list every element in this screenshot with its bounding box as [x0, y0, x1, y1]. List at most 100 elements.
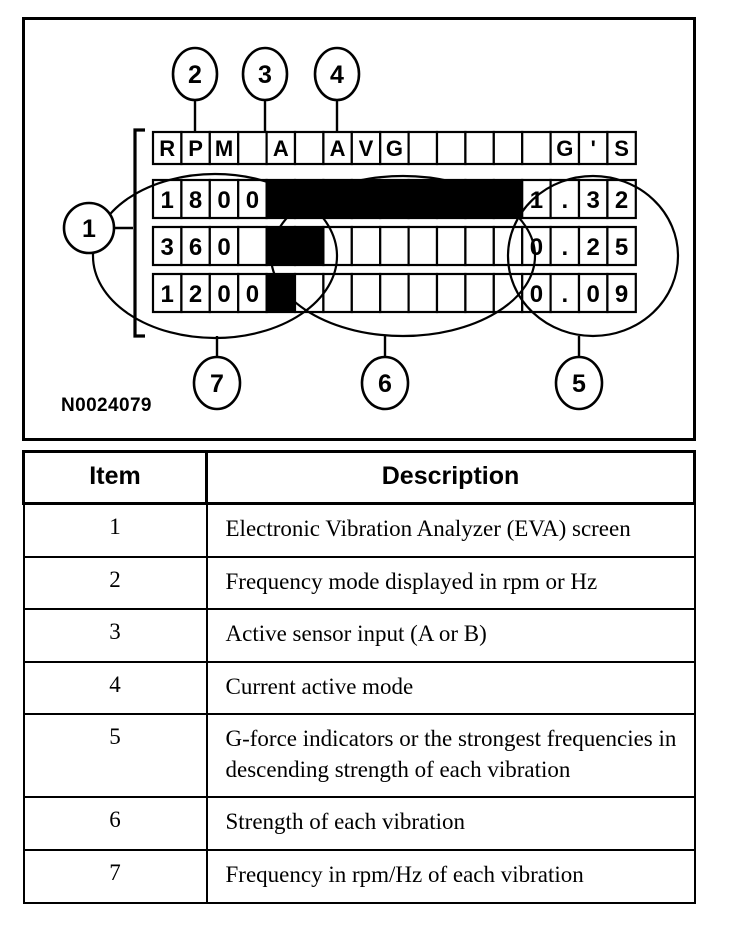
cell-item-description: Strength of each vibration: [205, 796, 696, 852]
lcd-gforce-cell: [606, 225, 637, 267]
lcd-bar-segment-empty: [379, 272, 410, 314]
lcd-header-glyph: A: [273, 136, 289, 161]
lcd-gforce-glyph: 2: [587, 234, 600, 261]
callout-bubble: [360, 355, 410, 411]
lcd-spacer-cell: [521, 178, 552, 220]
lcd-gforce-glyph: .: [561, 187, 568, 214]
cell-item-number: 6: [22, 796, 208, 852]
cell-item-description: Electronic Vibration Analyzer (EVA) scre…: [205, 502, 696, 558]
lcd-header-cell: [435, 130, 467, 166]
lcd-frequency-digit: 0: [246, 187, 259, 214]
lcd-header-cell: [492, 130, 524, 166]
lcd-header-glyph: S: [614, 136, 629, 161]
callout-bubble: [313, 46, 361, 102]
lcd-spacer-cell: [521, 225, 552, 267]
lcd-header-cell: [464, 130, 495, 166]
lcd-frequency-digit: 0: [217, 281, 230, 308]
header-description: Description: [205, 450, 696, 505]
header-item: Item: [22, 450, 208, 505]
lcd-bar-segment-empty: [435, 272, 467, 314]
callout-number: 6: [378, 370, 392, 398]
lcd-bar-segment-empty: [407, 272, 439, 314]
table-header-row: Item Description: [22, 450, 696, 505]
lcd-gforce-glyph: .: [561, 234, 568, 261]
lcd-frequency-cell: [237, 272, 268, 314]
callout-2: 2: [171, 46, 219, 132]
lcd-bar-segment-filled: [379, 178, 410, 220]
cell-item-number: 5: [22, 713, 208, 799]
lcd-header-glyph: R: [159, 136, 175, 161]
lcd-header-cell: [407, 130, 439, 166]
lcd-frequency-digit: 0: [217, 234, 230, 261]
lcd-bar-segment-empty: [379, 225, 410, 267]
lcd-bar-segment-filled: [265, 272, 297, 314]
lcd-gforce-cell: [577, 272, 609, 314]
lcd-frequency-digit: 2: [189, 281, 202, 308]
figure-id-label: N0024079: [61, 395, 152, 416]
lcd-gforce-cell: [606, 178, 637, 220]
callout-number: 2: [188, 61, 202, 89]
lcd-header-cell: [151, 130, 183, 166]
lcd-header-cell: [237, 130, 268, 166]
lcd-header-glyph: G: [386, 136, 403, 161]
lcd-frequency-digit: 6: [189, 234, 202, 261]
lcd-header-cell: [577, 130, 609, 166]
lcd-bar-segment-filled: [435, 178, 467, 220]
cell-item-description: G-force indicators or the strongest freq…: [205, 713, 696, 799]
lcd-bar-segment-empty: [407, 225, 439, 267]
lcd-bar-segment-filled: [407, 178, 439, 220]
lcd-bar-segment-filled: [492, 178, 524, 220]
lcd-header-cell: [293, 130, 325, 166]
highlight-ellipse-gforce: [506, 174, 680, 338]
lcd-header-glyph: A: [330, 136, 346, 161]
lcd-header-cell: [521, 130, 552, 166]
callout-5: 5: [554, 336, 604, 411]
lcd-gforce-glyph: 5: [615, 234, 628, 261]
lcd-frequency-digit: 8: [189, 187, 202, 214]
lcd-gforce-glyph: 0: [587, 281, 600, 308]
lcd-bar-segment-empty: [350, 272, 382, 314]
callout-7: 7: [192, 336, 242, 411]
lcd-gforce-glyph: 0: [530, 281, 543, 308]
lcd-gforce-cell: [549, 272, 581, 314]
lcd-frequency-digit: 1: [161, 281, 174, 308]
lcd-header-glyph: V: [359, 136, 374, 161]
cell-item-description: Current active mode: [205, 660, 696, 716]
lcd-gforce-glyph: 2: [615, 187, 628, 214]
lcd-bar-segment-filled: [464, 178, 495, 220]
lcd-bar-segment-filled: [293, 225, 325, 267]
callout-6: 6: [360, 336, 410, 411]
lcd-frequency-digit: 0: [217, 187, 230, 214]
callout-bubble: [554, 355, 604, 411]
callout-bracket: [133, 128, 145, 338]
callout-number: 4: [330, 61, 344, 89]
callout-number: 7: [210, 370, 224, 398]
lcd-frequency-digit: 3: [161, 234, 174, 261]
callout-3: 3: [241, 46, 289, 132]
lcd-frequency-cell: [180, 178, 211, 220]
cell-item-number: 7: [22, 849, 208, 904]
lcd-bar-segment-filled: [265, 178, 297, 220]
cell-item-description: Active sensor input (A or B): [205, 608, 696, 663]
lcd-bar-segment-empty: [464, 225, 495, 267]
lcd-header-glyph: G: [556, 136, 573, 161]
callout-number: 5: [572, 370, 586, 398]
highlight-ellipse-strength: [269, 174, 537, 338]
lcd-bar-segment-empty: [350, 225, 382, 267]
callout-bubble: [241, 46, 289, 102]
cell-item-number: 1: [22, 502, 208, 558]
lcd-gforce-glyph: .: [561, 281, 568, 308]
lcd-gforce-glyph: 9: [615, 281, 628, 308]
lcd-header-glyph: M: [215, 136, 233, 161]
